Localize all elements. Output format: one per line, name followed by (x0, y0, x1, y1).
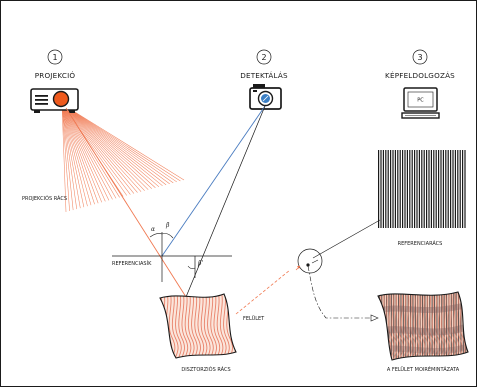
reference-plane-label: REFERENCIASÍK (112, 260, 152, 267)
beta-arc (161, 233, 174, 239)
detection-ray (161, 105, 266, 257)
step-3-circle (412, 49, 428, 65)
reference-grid (378, 150, 466, 228)
camera-icon (249, 84, 282, 110)
step-1-title: PROJEKCIÓ (35, 71, 76, 80)
detail-arrows (295, 259, 319, 271)
step-1-header: 1 PROJEKCIÓ (35, 49, 76, 80)
step-2-circle (256, 49, 272, 65)
distortion-grid-label: DISZTORZIÓS RÁCS (181, 366, 230, 373)
moire-outline (377, 291, 469, 361)
detail-circle (297, 248, 323, 274)
moire-pattern-label: A FELÜLET MOIRÉMINTÁZATA (387, 365, 460, 373)
step-1-number: 1 (52, 53, 57, 62)
projection-ray (65, 107, 187, 298)
projection-grid-label: PROJEKCIÓS RÁCS (22, 195, 67, 202)
beta-prime-arc (187, 265, 196, 269)
moire-arrow (307, 265, 372, 319)
surface-to-detail-dashed (235, 269, 291, 315)
view-ray (185, 105, 266, 298)
beta-label: β (165, 222, 170, 229)
step-1-circle (47, 49, 63, 65)
projector-lens (52, 90, 70, 108)
reference-grid-label: REFERENCIARÁCS (398, 240, 443, 247)
step-3-title: KÉPFELDOLGOZÁS (385, 71, 455, 80)
step-3-header: 3 KÉPFELDOLGOZÁS (385, 49, 455, 80)
moire-arrowhead (370, 314, 379, 322)
surface-label: FELÜLET (243, 315, 265, 322)
beta-prime-label: β' (197, 260, 203, 267)
alpha-label: α (151, 226, 155, 233)
pc-label: PC (417, 98, 424, 104)
alpha-arc (149, 233, 163, 238)
step-2-title: DETEKTÁLÁS (240, 71, 288, 80)
detail-to-reference-line (312, 219, 381, 259)
projector-icon (30, 88, 79, 113)
projection-fan (61, 103, 185, 213)
step-2-number: 2 (261, 53, 266, 62)
pc-icon: PC (401, 87, 440, 119)
surface-outline (159, 293, 237, 359)
step-2-header: 2 DETEKTÁLÁS (240, 49, 288, 80)
step-3-number: 3 (417, 53, 422, 62)
